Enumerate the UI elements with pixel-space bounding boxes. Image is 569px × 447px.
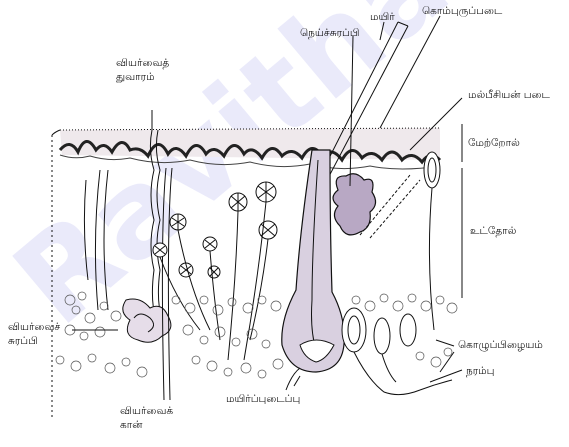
corpuscle [208, 266, 220, 278]
label-sebaceous-gland: நெய்ச்சுரப்பி [300, 27, 360, 39]
corpuscle [153, 243, 167, 257]
label-fat-tissue: கொழுப்பிழையம் [458, 339, 543, 352]
label-hair: மயிர் [370, 11, 395, 23]
label-malpighian-layer: மல்பீசியன் படை [468, 89, 550, 101]
label-nerve: நரம்பு [466, 365, 495, 377]
watermark: Ravitha [0, 0, 474, 352]
label-sweat-gland-line2: சுரப்பி [8, 335, 38, 347]
corpuscle [229, 193, 247, 211]
label-sweat-duct-line1: வியர்வைக் [120, 405, 173, 417]
label-epidermis: மேற்றோல் [468, 137, 520, 149]
label-sweat-duct-line2: கான் [120, 419, 143, 431]
hair-follicle [282, 150, 344, 372]
label-sweat-pore-line1: வியர்வைத் [116, 57, 169, 69]
sweat-gland-left [123, 299, 171, 342]
label-dermis: உட்தோல் [470, 225, 517, 237]
label-horny-layer: கொம்புருப்படை [422, 5, 503, 17]
corpuscle [256, 182, 276, 202]
label-sweat-pore-line2: துவாரம் [116, 71, 155, 83]
label-hair-follicle: மயிர்ப்புடைப்பு [226, 393, 300, 405]
svg-text:Ravitha: Ravitha [0, 0, 474, 352]
corpuscle [203, 237, 217, 251]
corpuscle [170, 214, 186, 230]
label-sweat-gland-line1: வியர்வைச் [8, 321, 60, 333]
sebaceous-gland [333, 174, 376, 235]
